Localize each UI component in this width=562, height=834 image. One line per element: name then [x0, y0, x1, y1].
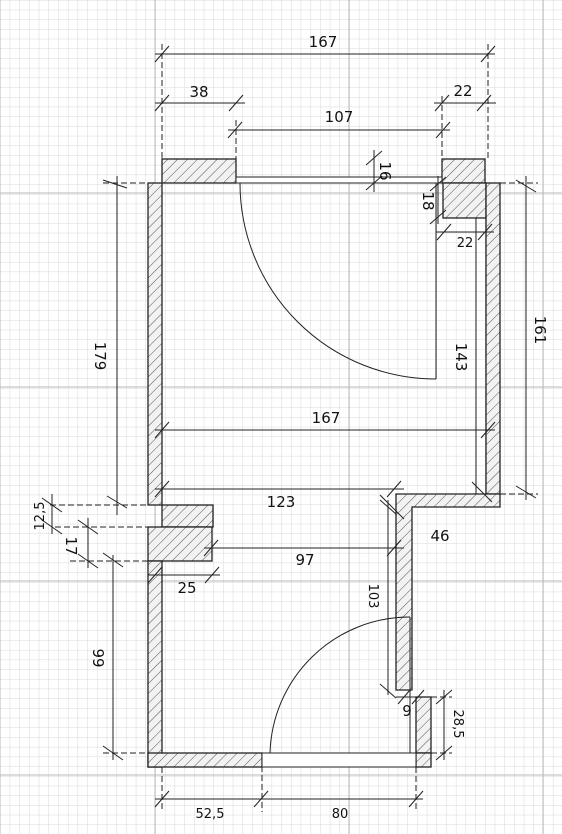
dim-top-left-wall: 38 [189, 83, 208, 101]
dim-lower-partition: 103 [365, 584, 380, 609]
dimension-lines [41, 44, 538, 812]
dim-bottom-left: 52,5 [196, 807, 225, 822]
walls [147, 158, 501, 768]
dim-bottom-jamb: 9 [402, 702, 412, 720]
wall-bottom-left [147, 752, 263, 768]
pier-left-lower [147, 526, 213, 562]
bottom-door-swing [269, 616, 411, 754]
dim-mid-width: 167 [312, 409, 341, 427]
top-door-threshold [235, 176, 443, 184]
dim-top-overall: 167 [309, 33, 338, 51]
dim-bottom-post: 28,5 [450, 710, 465, 739]
door-openings [162, 176, 486, 768]
dim-top-right-wall: 22 [453, 82, 472, 100]
dim-pier-height: 17 [62, 536, 80, 555]
wall-right-upper [485, 182, 501, 495]
wall-bottom-right [415, 752, 432, 768]
pier-left [161, 504, 214, 528]
dim-step-width: 46 [430, 527, 449, 545]
dim-left-step: 12,5 [33, 502, 48, 531]
wall-top-right [441, 158, 486, 184]
wall-top-left [161, 158, 237, 184]
dim-bottom-door: 80 [332, 807, 349, 822]
dim-left-upper: 179 [91, 342, 109, 371]
corner-post [442, 182, 487, 219]
dim-jamb-depth: 16 [376, 161, 394, 180]
bottom-door-threshold [261, 752, 417, 768]
dimension-labels: 167 38 107 22 16 18 22 179 161 143 167 1… [33, 33, 549, 822]
dim-right-inner: 143 [452, 343, 470, 372]
top-door-swing [239, 182, 437, 380]
bottom-post [415, 696, 432, 754]
wall-left-upper [147, 182, 163, 506]
dim-left-lower: 99 [89, 648, 107, 667]
dim-corner-post-w: 22 [457, 236, 474, 251]
dim-recess-width: 123 [267, 493, 296, 511]
dim-pier-depth: 25 [177, 579, 196, 597]
dim-top-opening: 107 [325, 108, 354, 126]
dim-lower-inner: 97 [295, 551, 314, 569]
wall-left-lower [147, 560, 163, 768]
dim-corner-post-h: 18 [419, 191, 437, 210]
dim-right-outer: 161 [531, 316, 549, 345]
